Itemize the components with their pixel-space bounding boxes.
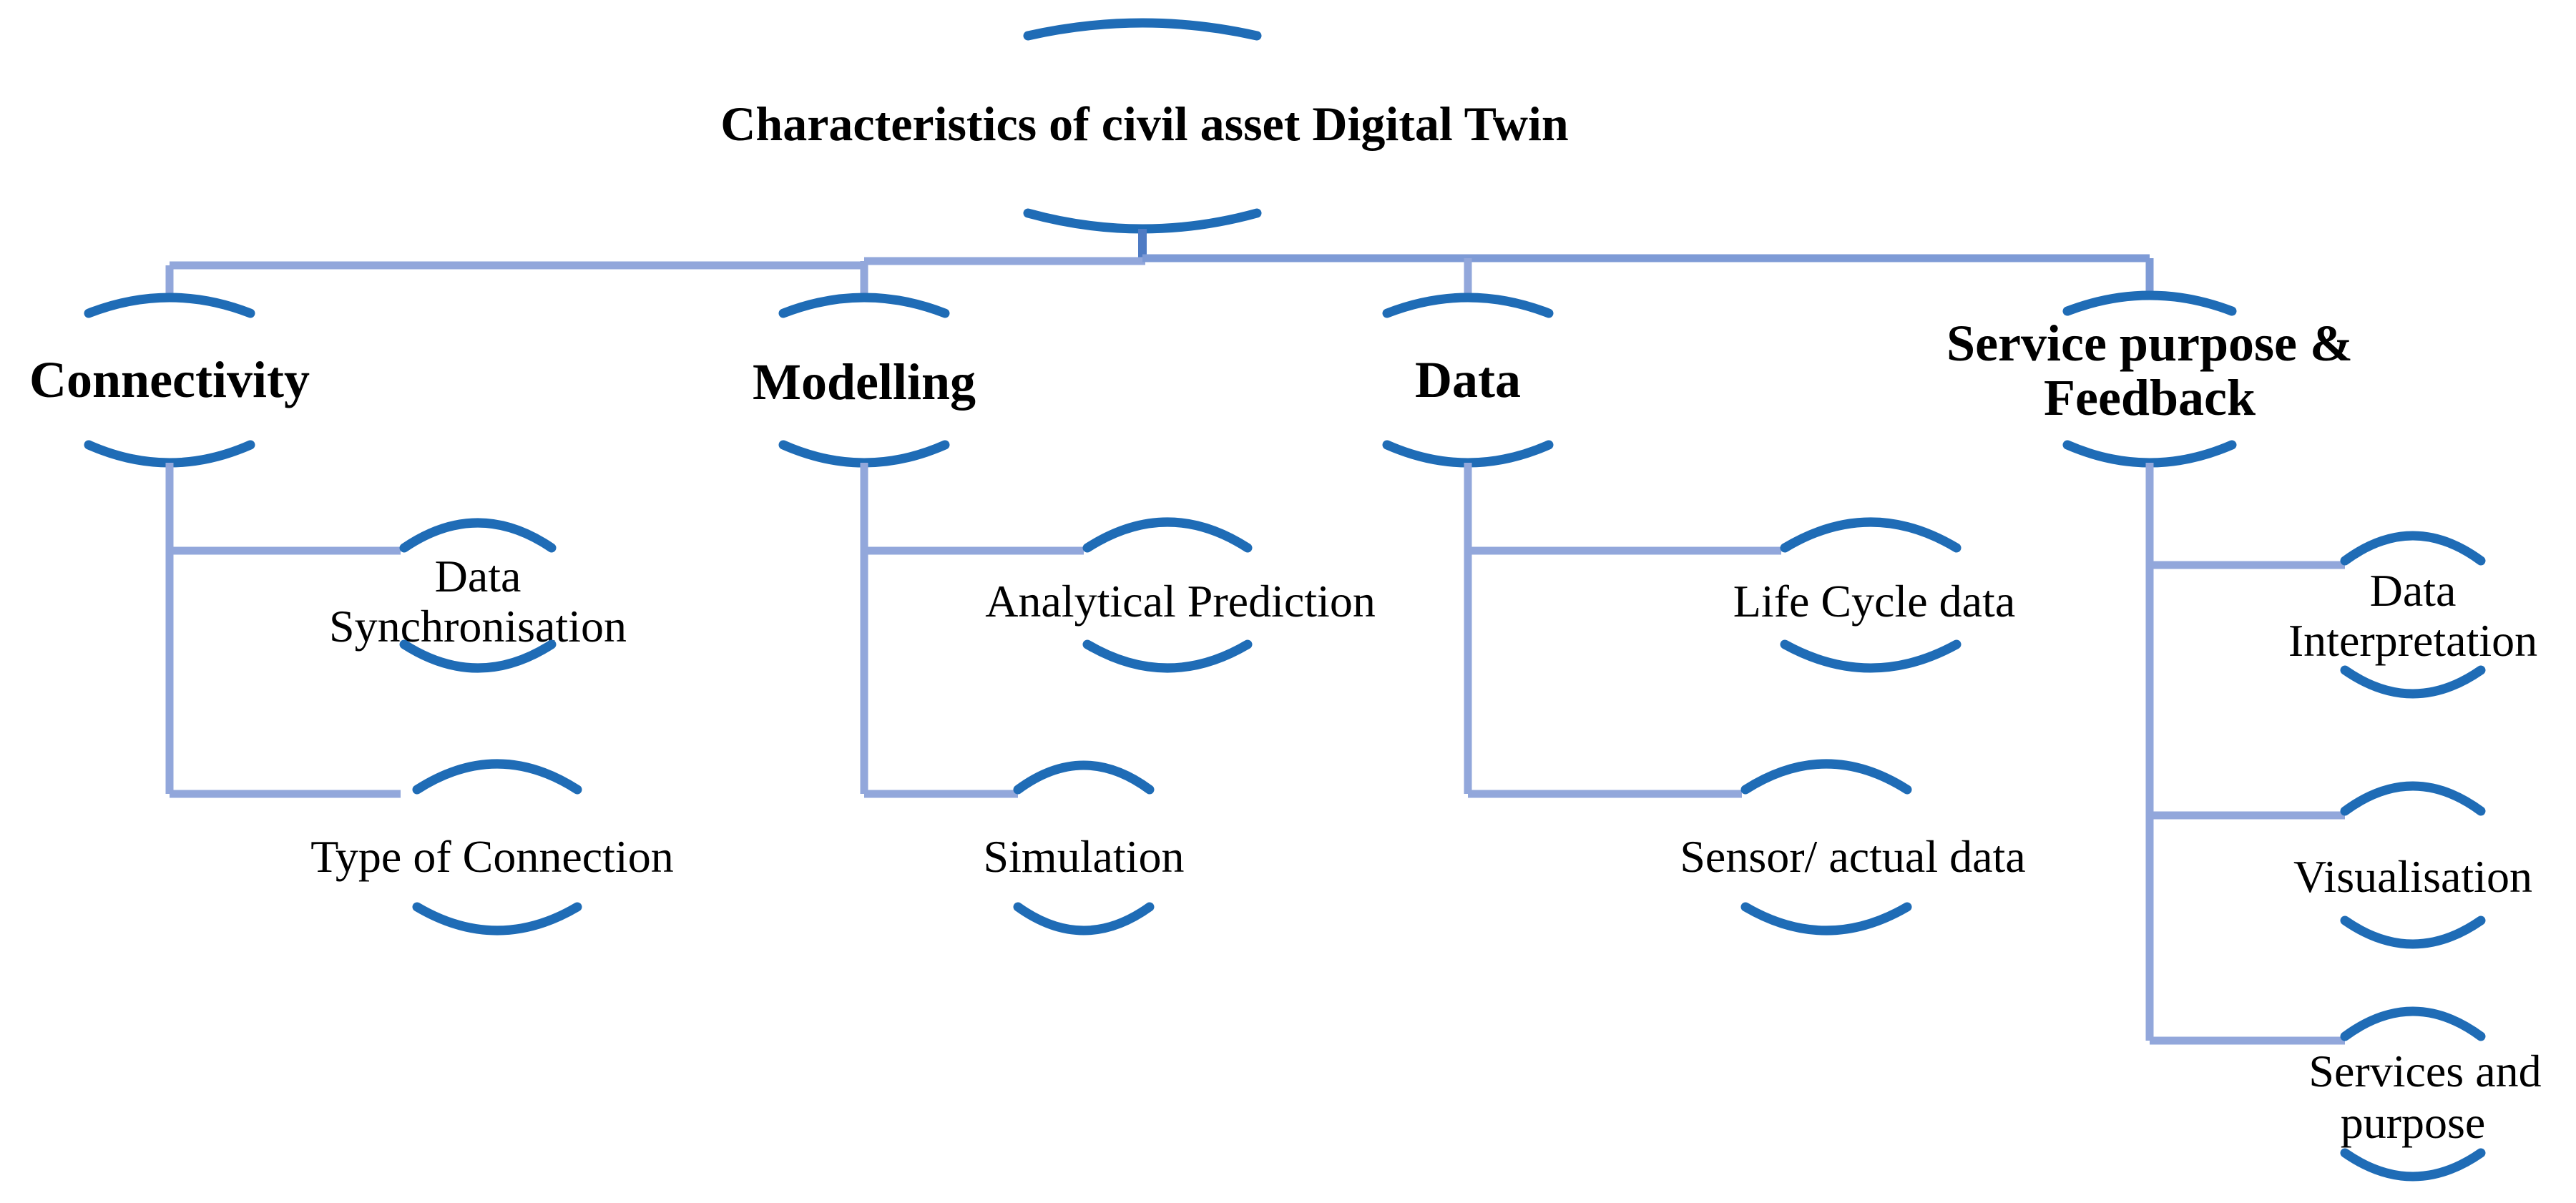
leaf-label-data-interpretation-line-1: Data [2370,565,2457,616]
data-arc-bottom [1382,440,1554,468]
leaf-label-data-synchronisation-line-1: Data [435,551,521,602]
branch-label-service-line-2: Feedback [2044,369,2256,426]
type-of-connection-arc-top [412,759,582,795]
analytical-prediction-arc-top [1082,517,1253,553]
branch-label-modelling: Modelling [753,353,976,411]
visualisation-arc-bottom [2340,915,2486,949]
leaf-label-services-and-purpose-line-2: purpose [2341,1097,2486,1148]
leaf-label-type-of-connection: Type of Connection [310,831,673,882]
data-interpretation-arc-bottom [2340,665,2486,699]
services-and-purpose-arc-bottom [2340,1148,2486,1182]
leaf-label-sensor-actual-data: Sensor/ actual data [1680,831,2025,882]
branch-label-data: Data [1415,351,1521,408]
leaf-label-visualisation: Visualisation [2293,851,2532,902]
visualisation-arc-top [2340,781,2486,816]
life-cycle-data-arc-bottom [1780,639,1962,673]
leaf-label-data-interpretation-line-2: Interpretation [2288,615,2537,666]
simulation-arc-top [1013,760,1155,795]
sensor-actual-data-arc-top [1740,759,1912,795]
leaf-label-life-cycle-data: Life Cycle data [1733,576,2015,627]
service-arc-bottom [2062,440,2237,468]
connectivity-arc-top [84,293,255,318]
data-synchronisation-arc-top [399,518,557,553]
data-synchronisation-arc-bottom [399,639,557,673]
modelling-arc-top [778,293,950,318]
root-arc-bottom [1023,208,1262,234]
leaf-label-data-synchronisation-line-2: Synchronisation [329,601,627,652]
root-label: Characteristics of civil asset Digital T… [720,97,1568,151]
life-cycle-data-arc-top [1780,517,1962,553]
data-interpretation-arc-top [2340,531,2486,566]
leaf-label-services-and-purpose-line-1: Services and [2308,1046,2541,1096]
analytical-prediction-arc-bottom [1082,639,1253,673]
branch-label-service-line-1: Service purpose & [1946,315,2353,372]
leaf-label-simulation: Simulation [984,831,1185,882]
branch-label-connectivity: Connectivity [29,351,310,408]
simulation-arc-bottom [1013,902,1155,936]
connectivity-arc-bottom [84,440,255,468]
type-of-connection-arc-bottom [412,902,582,936]
services-and-purpose-arc-top [2340,1006,2486,1041]
leaf-label-analytical-prediction: Analytical Prediction [985,576,1376,627]
root-arc-top [1023,18,1262,41]
service-arc-top [2062,290,2237,316]
data-arc-top [1382,293,1554,318]
sensor-actual-data-arc-bottom [1740,902,1912,936]
modelling-arc-bottom [778,440,950,468]
